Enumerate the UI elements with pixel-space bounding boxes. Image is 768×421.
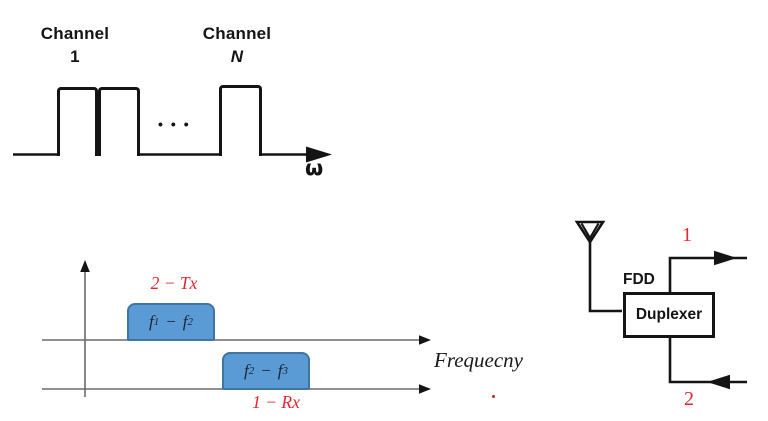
rx-band-tag: 1 − Rx [252,392,300,412]
rx-axis-arrowhead [419,384,431,394]
antenna-icon [574,220,622,313]
port-2-line [668,337,747,390]
port-1-arrowhead [714,250,737,266]
channel-n-rect [219,85,262,156]
ellipsis-dots: ••• [158,116,197,132]
port-2-arrowhead [707,374,730,390]
tx-band-tag: 2 − Tx [150,273,198,293]
channel-1-rect-b [98,87,140,156]
port-1-label: 1 [682,224,692,246]
fdd-label: FDD [623,271,655,288]
tx-band-minus: − [166,312,176,331]
rx-band-f2: f [243,361,249,380]
red-dot [492,395,495,398]
omega-axis-label: ω [305,156,324,180]
tx-axis-arrowhead [419,335,431,345]
duplexer-box: Duplexer [623,292,715,338]
channel-1-rect-a [57,87,98,156]
frequency-axis-label: Frequecny [434,348,524,372]
port-1-line [668,250,747,293]
rx-band-minus: − [261,361,271,380]
channel-1-label-line2: 1 [70,47,80,66]
channel-1-label-line1: Channel [40,24,110,43]
channel-n-label-line2: N [230,47,244,66]
duplexer-box-label: Duplexer [635,306,703,323]
vertical-axis [80,260,90,397]
tx-band-f2: f [182,312,188,331]
rx-band-f3: f [277,361,283,380]
omega-axis-arrowhead [306,146,332,163]
vertical-axis-arrowhead [80,260,90,272]
antenna-feed-line [588,241,622,313]
tx-axis-line [42,335,431,345]
tx-band-f1-sub: 1 [153,316,160,328]
channel-n-label-line1: Channel [202,24,272,43]
port-2-label: 2 [684,388,694,410]
tx-band-f2-sub: 2 [187,316,194,328]
rx-band-f3-sub: 3 [282,365,289,377]
rx-band-f2-sub: 2 [248,365,255,377]
tx-band-f1: f [148,312,154,331]
